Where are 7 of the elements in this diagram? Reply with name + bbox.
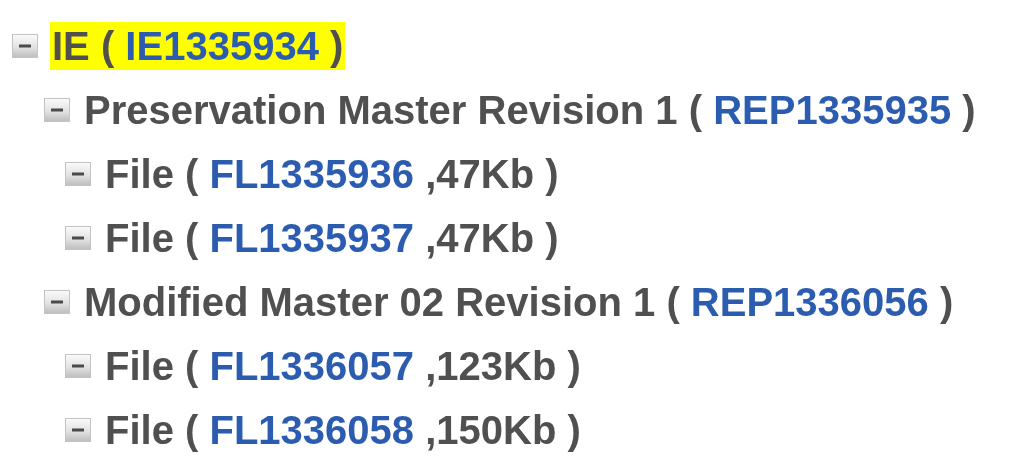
tree-item-label: File ( FL1336058 ,150Kb ) xyxy=(103,406,583,454)
tree-item-label: File ( FL1335936 ,47Kb ) xyxy=(103,150,561,198)
tree-item-label: File ( FL1335937 ,47Kb ) xyxy=(103,214,561,262)
tree-item-label: Preservation Master Revision 1 ( REP1335935 ) xyxy=(82,86,978,134)
tree-item-label: Modified Master 02 Revision 1 ( REP1336056 ) xyxy=(82,278,956,326)
tree-item-label: IE ( IE1335934 ) xyxy=(50,22,346,70)
tree-item-label: File ( FL1336057 ,123Kb ) xyxy=(103,342,583,390)
